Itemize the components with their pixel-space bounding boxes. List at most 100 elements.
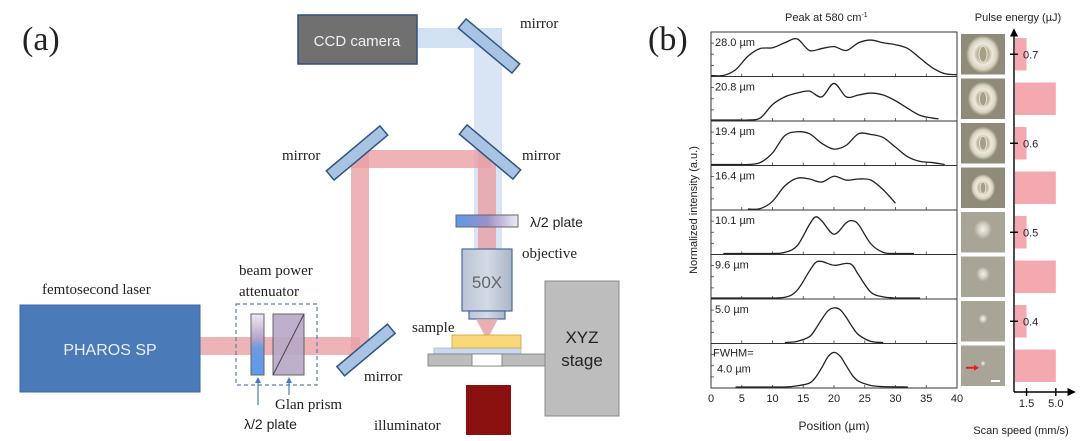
crater-core xyxy=(979,181,987,195)
panel-a: (a) CCD camera mirror mirror mirror xyxy=(19,14,620,435)
spectrum-line xyxy=(710,260,921,299)
panel-b: (b) Peak at 580 cm-1 Pulse energy (µJ) N… xyxy=(648,12,1076,437)
conditions-bar-chart: 0.7 0.6 0.5 0.4 1.5 5.0 xyxy=(1009,28,1076,410)
ccd-camera-label: CCD camera xyxy=(314,33,401,50)
row-label: FWHM= xyxy=(713,348,754,360)
half-wave-plate-top-label: λ/2 plate xyxy=(530,214,583,230)
scan-speed-label: Scan speed (mm/s) xyxy=(973,425,1068,437)
attenuator-caption-line2: attenuator xyxy=(239,284,299,300)
spectra-title-text: Peak at 580 cm xyxy=(785,12,861,24)
spectrum-line xyxy=(711,131,945,166)
spectrum-line xyxy=(784,307,884,344)
half-wave-plate-attenuator xyxy=(250,313,265,376)
laser-source: PHAROS SP xyxy=(19,304,201,393)
sample-label: sample xyxy=(412,320,455,336)
spectra-title-sup: -1 xyxy=(861,12,867,19)
illuminator-label: illuminator xyxy=(374,418,441,434)
objective-magnification: 50X xyxy=(472,273,502,292)
row-label: 20.8 µm xyxy=(715,82,755,94)
micrograph xyxy=(961,78,1005,119)
row-label: 19.4 µm xyxy=(715,126,755,138)
micrograph xyxy=(961,167,1005,208)
row-label: 10.1 µm xyxy=(715,215,755,227)
beam-power-attenuator xyxy=(235,303,318,386)
attenuator-caption-line1: beam power xyxy=(239,263,313,279)
mirror-bottom xyxy=(335,323,397,377)
mirror-top-right xyxy=(457,17,521,75)
condition-bar xyxy=(1015,349,1056,382)
stage-label-line2: stage xyxy=(561,351,603,370)
spectrum-line xyxy=(747,175,896,210)
illuminator-box xyxy=(466,385,511,435)
mirror-middle-right-label: mirror xyxy=(522,148,560,164)
laser-box-label: PHAROS SP xyxy=(63,342,156,359)
spectra-title: Peak at 580 cm-1 xyxy=(785,12,868,24)
xyz-stage: XYZ stage xyxy=(544,280,620,417)
objective-lens: 50X xyxy=(461,248,513,340)
micrograph xyxy=(961,301,1005,342)
x-tick-label: 0 xyxy=(708,393,714,405)
crater xyxy=(980,360,986,367)
crater xyxy=(978,314,988,325)
spectrum-line xyxy=(710,38,958,77)
condition-bar xyxy=(1015,82,1056,115)
laser-beam-horizontal-top xyxy=(351,150,491,168)
pulse-energy-title: Pulse energy (µJ) xyxy=(975,12,1061,24)
row-label: 9.6 µm xyxy=(715,260,749,272)
x-tick-label: 15 xyxy=(797,393,809,405)
crater xyxy=(974,220,992,241)
row-label: 4.0 µm xyxy=(717,364,751,376)
mirror-middle-left-label: mirror xyxy=(282,148,320,164)
laser-beam-vertical-right xyxy=(478,150,496,275)
crater-core xyxy=(978,91,988,107)
objective-label: objective xyxy=(522,246,577,262)
panel-b-label: (b) xyxy=(648,21,688,58)
y-axis-label: Normalized intensity (a.u.) xyxy=(688,146,700,274)
x-tick-label: 25 xyxy=(859,393,871,405)
condition-bar xyxy=(1015,305,1027,338)
row-label: 16.4 µm xyxy=(715,171,755,183)
pulse-energy-tick-label: 0.7 xyxy=(1023,49,1038,61)
micrograph xyxy=(961,345,1005,386)
condition-bar xyxy=(1015,216,1027,249)
pulse-energy-tick-label: 0.5 xyxy=(1023,227,1038,239)
half-wave-plate-bottom-label: λ/2 plate xyxy=(244,416,297,432)
ccd-camera: CCD camera xyxy=(297,14,418,65)
x-tick-label: 35 xyxy=(920,393,932,405)
row-label: 5.0 µm xyxy=(715,304,749,316)
red-arrow-head-icon xyxy=(974,364,979,371)
micrograph-strip xyxy=(961,34,1005,386)
focused-beam xyxy=(476,319,498,340)
spectrum-line xyxy=(711,82,939,121)
micrograph xyxy=(961,123,1005,164)
x-tick-label: 20 xyxy=(828,393,840,405)
stage-plate xyxy=(427,353,547,367)
condition-bar xyxy=(1015,171,1056,204)
crater-core xyxy=(978,135,988,151)
mirror-top-right-label: mirror xyxy=(520,16,558,32)
glan-prism-label: Glan prism xyxy=(275,397,342,413)
scale-bar xyxy=(991,380,1000,382)
x-tick-label: 40 xyxy=(951,393,963,405)
pulse-energy-tick-label: 0.4 xyxy=(1023,316,1038,328)
spectrum-line xyxy=(735,351,908,388)
micrograph xyxy=(961,34,1005,75)
laser-beam-vertical-left xyxy=(351,150,369,350)
scan-speed-tick-label: 1.5 xyxy=(1019,398,1034,410)
condition-bar xyxy=(1015,38,1027,71)
scan-speed-tick-label: 5.0 xyxy=(1048,398,1063,410)
crater-core xyxy=(978,45,988,63)
sample-piece xyxy=(451,334,522,349)
pulse-energy-tick-label: 0.6 xyxy=(1023,138,1038,150)
mirror-middle-right xyxy=(458,123,522,181)
micrograph xyxy=(961,212,1005,253)
panel-a-label: (a) xyxy=(22,21,60,58)
condition-bar xyxy=(1015,260,1056,293)
x-tick-label: 30 xyxy=(889,393,901,405)
x-tick-label: 10 xyxy=(766,393,778,405)
stage-label-line1: XYZ xyxy=(565,328,598,347)
spectrum-line xyxy=(723,216,914,255)
half-wave-plate-top xyxy=(455,214,519,228)
